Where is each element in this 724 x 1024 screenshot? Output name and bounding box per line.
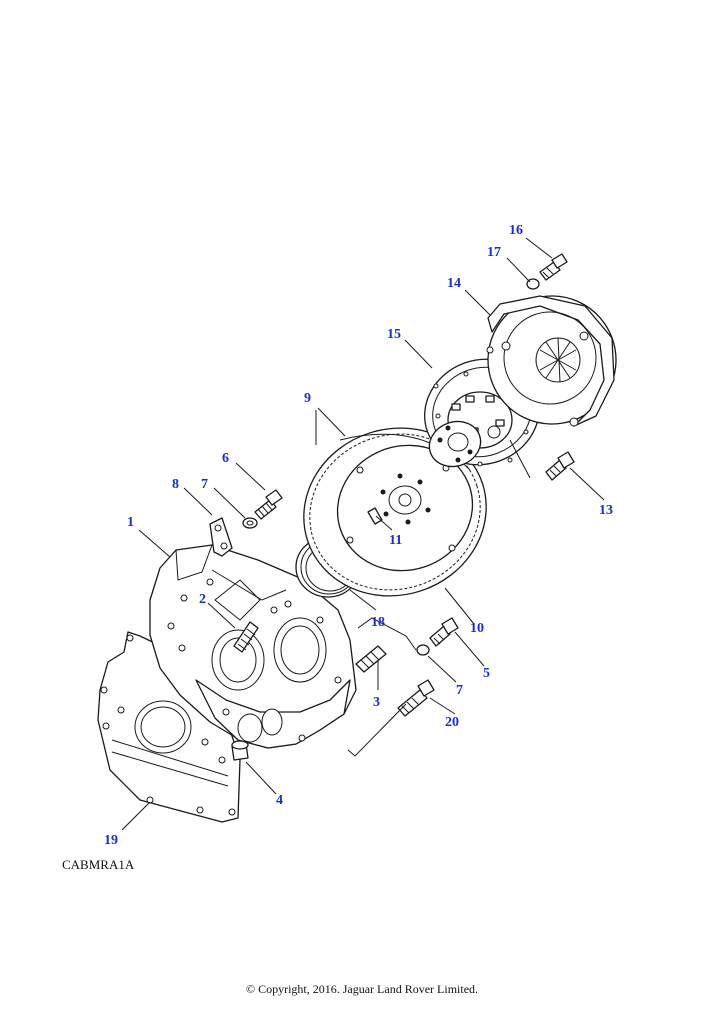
- callout-8: 8: [172, 477, 179, 492]
- illustration-reference-code: CABMRA1A: [62, 857, 135, 872]
- callout-2: 2: [199, 592, 206, 607]
- bolt-6-assembly: [242, 489, 283, 529]
- plug-4: [231, 740, 249, 761]
- callout-1: 1: [127, 515, 134, 530]
- callout-14: 14: [447, 276, 461, 291]
- callout-10: 10: [470, 621, 484, 636]
- copyright-notice: © Copyright, 2016. Jaguar Land Rover Lim…: [245, 982, 479, 996]
- bolt-13: [545, 451, 575, 481]
- callout-7-right: 7: [456, 683, 463, 698]
- flywheel: [303, 427, 487, 597]
- stud-2: [233, 621, 259, 653]
- callout-4: 4: [276, 793, 283, 808]
- gasket-plate: [97, 631, 241, 823]
- bracket: [209, 517, 233, 557]
- bolt-5-assembly: [416, 617, 459, 656]
- callout-5: 5: [483, 666, 490, 681]
- dowel-3: [355, 645, 387, 673]
- callout-3: 3: [373, 695, 380, 710]
- callout-6: 6: [222, 451, 229, 466]
- pressure-plate: [486, 295, 617, 427]
- callout-9: 9: [304, 391, 311, 406]
- callout-7-left: 7: [201, 477, 208, 492]
- callout-11: 11: [389, 533, 402, 548]
- leader-lines: [121, 237, 605, 831]
- callout-labels: 1 2 3 4 5 6 7 7 8 9 10 11 13 14 15 16 17…: [104, 223, 613, 848]
- callout-18: 18: [371, 615, 385, 630]
- hub-plate: [428, 420, 482, 468]
- callout-15: 15: [387, 327, 401, 342]
- callout-19: 19: [104, 833, 118, 848]
- bolt-20: [397, 679, 435, 717]
- callout-17: 17: [487, 245, 501, 260]
- flywheel-housing: [149, 544, 357, 749]
- callout-13: 13: [599, 503, 613, 518]
- dowel-pin-11: [367, 507, 383, 525]
- bolt-16-assembly: [526, 253, 568, 290]
- callout-20: 20: [445, 715, 459, 730]
- callout-16: 16: [509, 223, 523, 238]
